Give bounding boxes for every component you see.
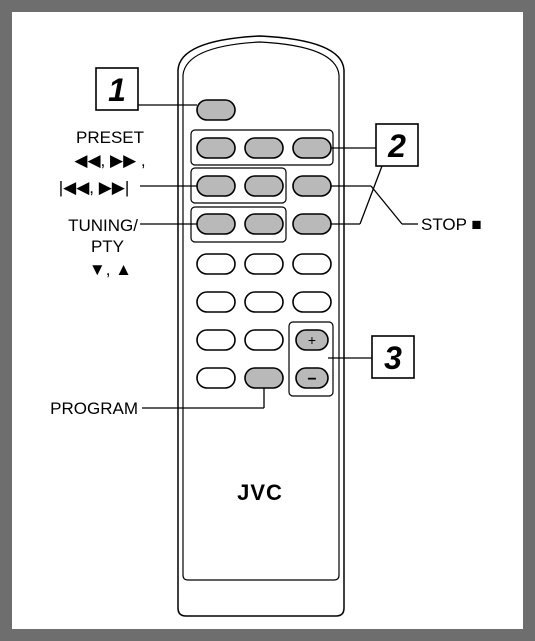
program-label: PROGRAM [50, 399, 138, 418]
tuning-down-button[interactable] [196, 213, 236, 235]
number-button-8[interactable] [244, 329, 284, 351]
number-button-4[interactable] [196, 291, 236, 313]
brand-logo: JVC [237, 480, 283, 505]
preset-symbols: ◀◀, ▶▶ , [74, 151, 145, 170]
volume-plus-button[interactable] [295, 329, 329, 351]
preset-button-3[interactable] [292, 137, 332, 159]
skip-forward-button[interactable] [244, 175, 284, 197]
callout-2: 2 [387, 128, 406, 164]
number-button-2[interactable] [244, 253, 284, 275]
tuning-symbols: ▼, ▲ [89, 260, 132, 279]
volume-minus-button[interactable] [295, 367, 329, 389]
callout-3: 3 [384, 340, 402, 376]
callout-box-3 [371, 335, 415, 379]
number-button-5[interactable] [244, 291, 284, 313]
pty-label: PTY [91, 237, 124, 256]
right-gray-button[interactable] [292, 213, 332, 235]
minus-sign: − [307, 371, 316, 388]
number-button-3[interactable] [292, 253, 332, 275]
callout-box-2 [375, 123, 419, 167]
stop-label: STOP ■ [421, 215, 482, 234]
preset-button-2[interactable] [244, 137, 284, 159]
callout-1: 1 [108, 72, 126, 108]
skip-symbols: |◀◀, ▶▶| [59, 178, 130, 197]
top-button[interactable] [196, 99, 236, 121]
number-button-6[interactable] [292, 291, 332, 313]
number-button-9[interactable] [196, 367, 236, 389]
stop-button[interactable] [292, 175, 332, 197]
remote-control [177, 35, 345, 617]
skip-back-button[interactable] [196, 175, 236, 197]
program-button[interactable] [244, 367, 284, 389]
preset-button-1[interactable] [196, 137, 236, 159]
preset-label: PRESET [76, 128, 144, 147]
number-button-7[interactable] [196, 329, 236, 351]
tuning-up-button[interactable] [244, 213, 284, 235]
callout-box-1 [95, 67, 139, 111]
leader-lines [138, 104, 418, 409]
number-button-1[interactable] [196, 253, 236, 275]
plus-sign: + [308, 332, 316, 348]
tuning-label: TUNING/ [68, 216, 138, 235]
volume-button-group [288, 321, 334, 397]
